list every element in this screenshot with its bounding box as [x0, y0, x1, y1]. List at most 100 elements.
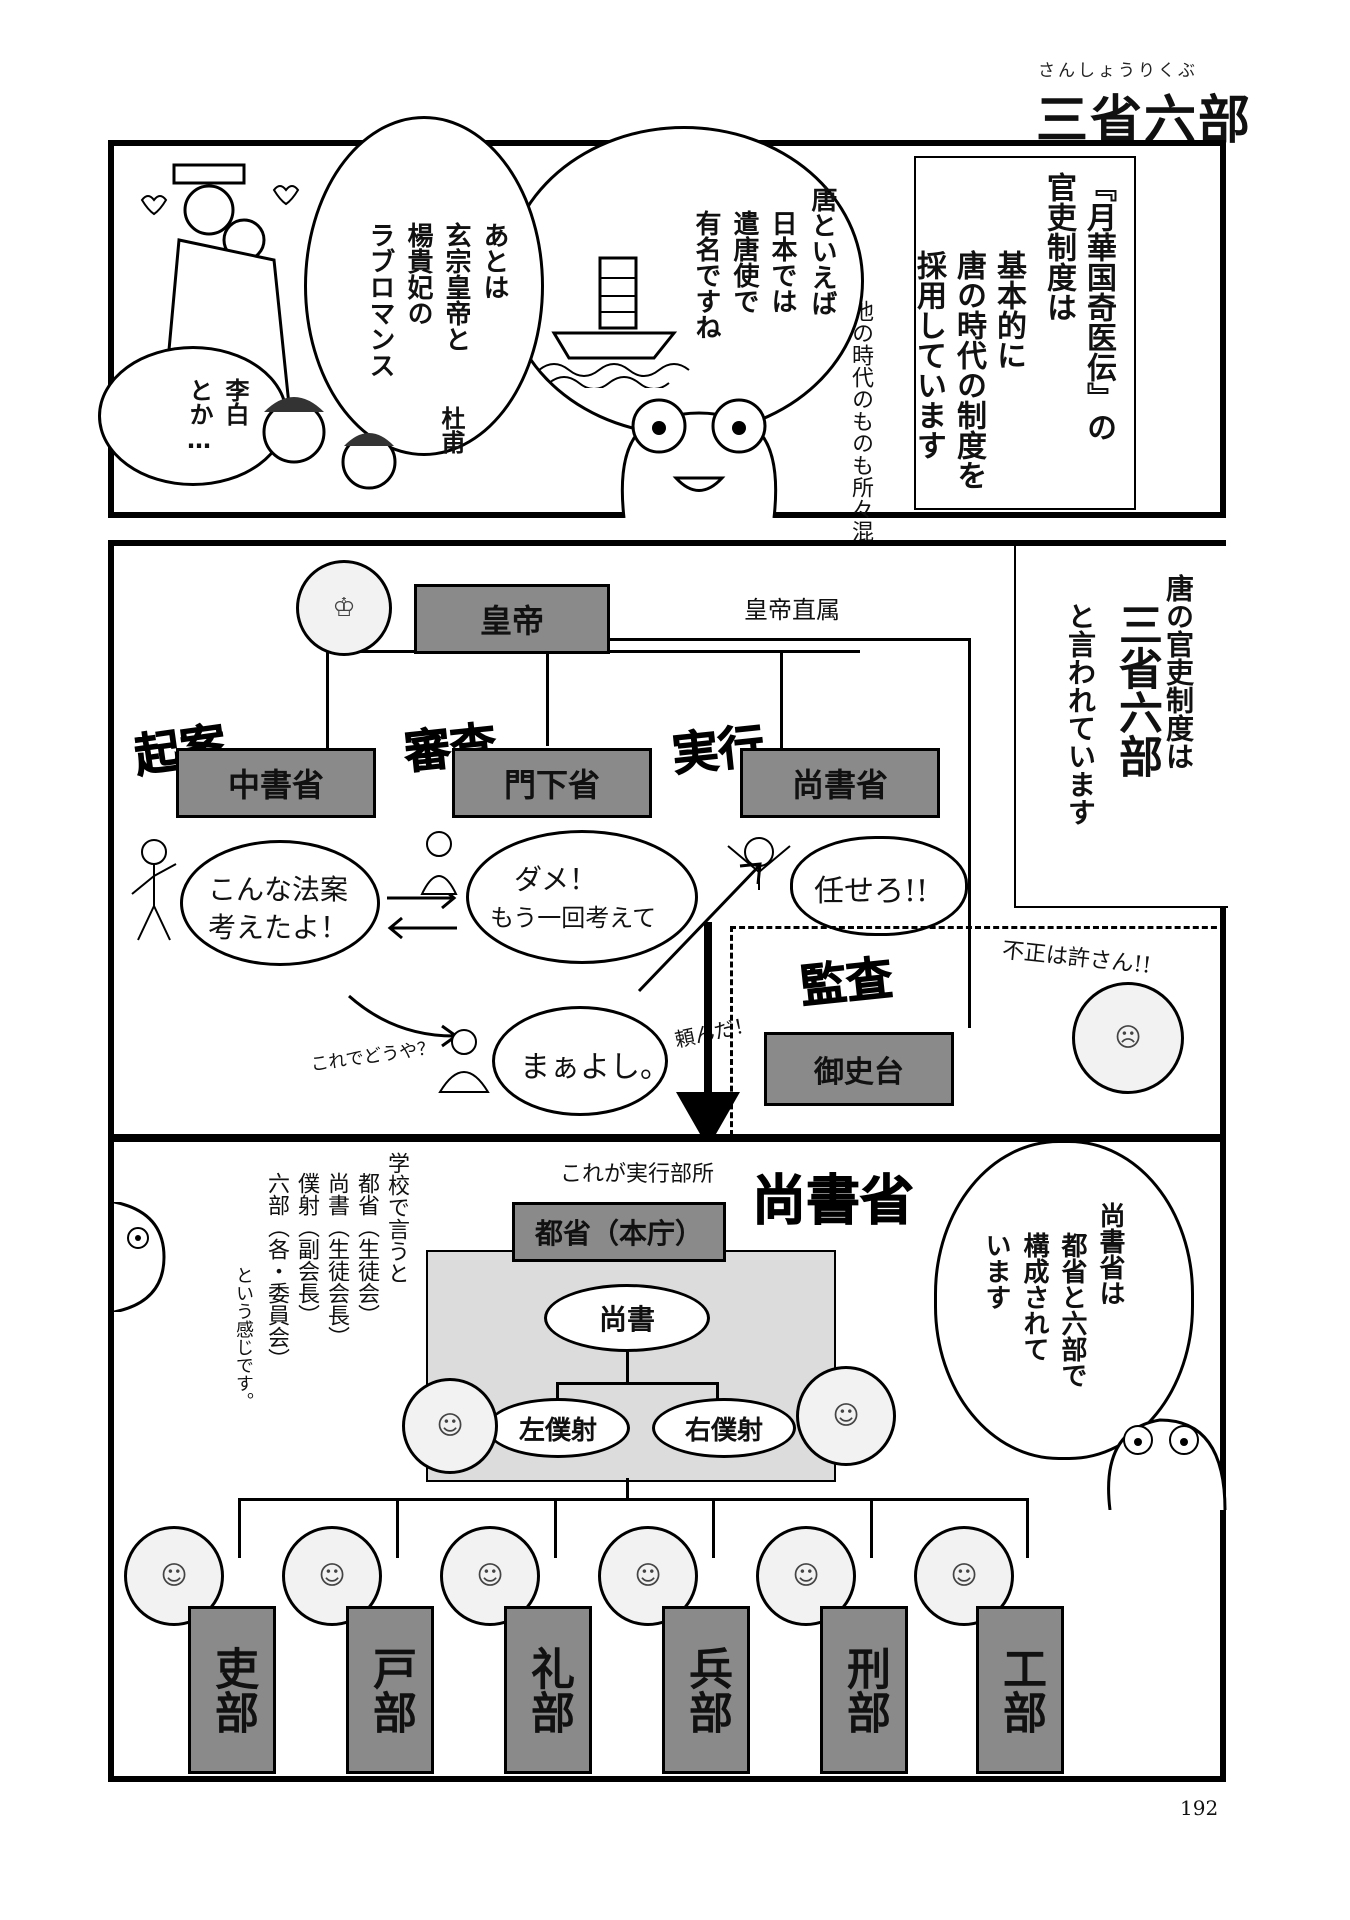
romance-line-2: 玄宗皇帝と — [441, 222, 471, 352]
connector — [556, 1382, 559, 1400]
bubble-ok — [492, 1006, 668, 1116]
right-deputy-oval: 右僕射 — [652, 1398, 796, 1458]
poet-line-2: とか… — [185, 378, 213, 454]
bubble-reject — [466, 830, 698, 964]
connector — [238, 1498, 241, 1558]
connector — [780, 650, 783, 748]
connector — [870, 1498, 873, 1558]
poet-line-3: 杜甫 — [437, 406, 465, 454]
ministry-box-works: 工部 — [976, 1606, 1064, 1774]
bubble-draft — [180, 840, 380, 966]
thinking-figure-icon — [420, 831, 458, 895]
romance-line-4: ラブロマンス — [365, 222, 395, 378]
shosho-line-2: 都省と六部で — [1057, 1232, 1087, 1388]
connector — [546, 626, 549, 746]
dept-shosho-box: 尚書省 — [740, 748, 940, 818]
dept-monka-box: 門下省 — [452, 748, 652, 818]
dept-chusho-box: 中書省 — [176, 748, 376, 818]
school-line-2: 都省（生徒会） — [354, 1172, 379, 1326]
frog-hedgehog-icon — [1107, 1418, 1227, 1510]
ship-icon — [538, 256, 690, 388]
connector — [712, 1498, 715, 1558]
minister-portrait: ☺ — [440, 1526, 540, 1626]
narration2-text-3: と言われています — [1064, 602, 1097, 826]
ministry-box-justice: 刑部 — [820, 1606, 908, 1774]
connector — [968, 638, 971, 1028]
note-fraud: 不正は許さん!! — [1000, 938, 1153, 979]
frog-peek-icon — [114, 1202, 166, 1312]
down-arrow-icon — [676, 922, 740, 1148]
left-deputy-oval: 左僕射 — [486, 1398, 630, 1458]
school-line-5: 六部（各・委員会） — [264, 1172, 289, 1370]
shosho-oval: 尚書 — [544, 1284, 710, 1352]
connector — [238, 1498, 1028, 1501]
page-number: 192 — [1180, 1796, 1219, 1820]
stamp-audit: 監査 — [797, 950, 895, 1014]
tang-line-2: 日本では — [767, 210, 797, 314]
connector — [626, 1352, 629, 1382]
ministry-box-war: 兵部 — [662, 1606, 750, 1774]
direct-report-label: 皇帝直属 — [744, 596, 840, 624]
ministry-box-rites: 礼部 — [504, 1606, 592, 1774]
school-line-1: 学校で言うと — [384, 1152, 409, 1284]
audit-dashed-line — [730, 926, 733, 1136]
right-deputy-portrait: ☺ — [796, 1366, 896, 1466]
censor-portrait: ☹ — [1072, 982, 1184, 1094]
school-line-6: という感じです。 — [233, 1266, 254, 1410]
romance-line-3: 楊貴妃の — [403, 222, 433, 326]
school-line-4: 僕射（副会長） — [294, 1172, 319, 1326]
bubble-reject-line-1: ダメ！ — [514, 863, 598, 896]
panel-1: 『月華国奇医伝』の 官吏制度は 基本的に 唐の時代の制度を 採用しています 他の… — [98, 116, 1226, 630]
ministry-box-revenue: 戸部 — [346, 1606, 434, 1774]
tang-line-1: 唐といえば — [807, 186, 837, 316]
narration2-text-1: 唐の官吏制度は — [1162, 574, 1195, 770]
frog-mascot-icon — [620, 398, 778, 518]
dept-gyoshidai-box: 御史台 — [764, 1032, 954, 1106]
speech-bubble-tang — [504, 126, 864, 436]
narration-text-2: 官吏制度は — [1041, 172, 1076, 322]
emperor-portrait: ♔ — [296, 560, 392, 656]
connector — [396, 1498, 399, 1558]
connector — [1026, 1498, 1029, 1558]
shosho-line-3: 構成されて — [1019, 1232, 1049, 1362]
left-deputy-portrait: ☺ — [402, 1378, 498, 1474]
title-ruby: さんしょうりくぶ — [1038, 61, 1198, 81]
heading-shosho: 尚書省 — [752, 1169, 915, 1233]
stick-figure-icon — [131, 839, 177, 941]
audit-dashed-line — [730, 926, 1226, 929]
arrow-to-shosho-icon — [637, 862, 762, 993]
romance-line-1: あとは — [479, 222, 509, 300]
connector — [608, 638, 968, 641]
narration-box-2: 唐の官吏制度は 三省六部 と言われています — [1014, 546, 1228, 908]
shosho-line-1: 尚書省は — [1095, 1202, 1125, 1306]
bubble-draft-line-2: 考えたよ！ — [208, 911, 349, 944]
connector — [626, 1478, 629, 1498]
panel-2: 唐の官吏制度は 三省六部 と言われています ♔ 皇帝 皇帝直属 起案 審査 実行… — [108, 540, 1228, 1148]
bubble-leave — [790, 836, 968, 936]
narration-text-5: 採用しています — [911, 250, 946, 460]
speech-bubble-poets — [98, 346, 288, 486]
narration-text-1: 『月華国奇医伝』の — [1081, 172, 1116, 442]
connector — [554, 1498, 557, 1558]
minister-portrait: ☺ — [598, 1526, 698, 1626]
connector — [556, 1382, 716, 1385]
connector — [326, 650, 329, 748]
emperor-box: 皇帝 — [414, 584, 610, 654]
narration2-text-2: 三省六部 — [1111, 602, 1162, 778]
shosho-line-4: います — [981, 1232, 1011, 1310]
speech-bubble-romance — [304, 116, 544, 456]
narration-text-4: 唐の時代の制度を — [951, 250, 986, 490]
ministry-box-personnel: 吏部 — [188, 1606, 276, 1774]
bubble-leave-text: 任せろ!! — [814, 874, 929, 909]
poets-illustration — [262, 397, 397, 490]
bubble-draft-line-1: こんな法案 — [208, 873, 349, 906]
tosho-box: 都省（本庁） — [512, 1202, 726, 1262]
tang-line-4: 有名ですね — [691, 210, 721, 340]
sitting-figure-icon — [438, 1029, 490, 1093]
bubble-reject-line-2: もう一回考えて — [490, 904, 657, 932]
minister-portrait: ☺ — [124, 1526, 224, 1626]
school-line-3: 尚書（生徒会長） — [324, 1172, 349, 1348]
poet-line-1: 李白 — [221, 378, 249, 426]
narration-text-3: 基本的に — [991, 250, 1026, 370]
tang-line-3: 遣唐使で — [729, 210, 759, 314]
